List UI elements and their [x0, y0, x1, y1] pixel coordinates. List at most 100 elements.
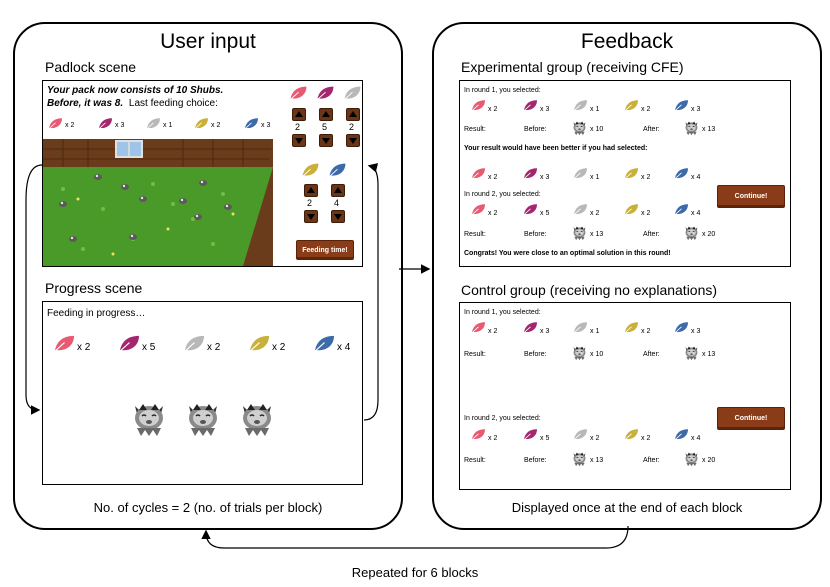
selector-count-purple: 5 — [322, 122, 328, 132]
ctrl-r1-after-label: After: — [643, 351, 660, 358]
selector-count-blue: 4 — [334, 198, 340, 208]
ctrl-round1-heading: In round 1, you selected: — [464, 309, 541, 316]
exp-r2-count-5: x 4 — [691, 210, 701, 217]
selector-count-grey: 2 — [349, 122, 355, 132]
exp-continue-button[interactable]: Continue! — [717, 185, 785, 208]
exp-r2-count-3: x 2 — [590, 210, 600, 217]
ctrl-r1-count-3: x 1 — [590, 328, 600, 335]
control-group-label: Control group (receiving no explanations… — [461, 282, 718, 298]
decrease-purple-button[interactable] — [319, 134, 333, 147]
padlock-scene-frame: Your pack now consists of 10 Shubs. Befo… — [42, 80, 363, 267]
padlock-scene-label: Padlock scene — [45, 59, 137, 75]
ctrl-r1-after-value: x 13 — [702, 351, 716, 358]
exp-r2-result-label: Result: — [464, 231, 486, 238]
ctrl-r1-count-4: x 2 — [641, 328, 651, 335]
ctrl-r1-count-1: x 2 — [488, 328, 498, 335]
exp-r1-count-5: x 3 — [691, 106, 701, 113]
ctrl-r2-count-5: x 4 — [691, 435, 701, 442]
exp-r2-after-label: After: — [643, 231, 660, 238]
progress-scene-frame: Feeding in progress… x 2 x 5 x 2 x 2 x 4 — [42, 301, 363, 485]
increase-yellow-button[interactable] — [304, 184, 318, 197]
before-text: Before, it was 8. — [47, 98, 124, 109]
ctrl-r1-count-5: x 3 — [691, 328, 701, 335]
exp-r2-before-value: x 13 — [590, 231, 604, 238]
cfe-text: Your result would have been better if yo… — [464, 145, 648, 152]
exp-r1-count-1: x 2 — [488, 106, 498, 113]
progress-count-4: x 2 — [272, 342, 286, 353]
last-feeding-label: Last feeding choice: — [128, 98, 218, 109]
user-input-title: User input — [160, 30, 256, 53]
cfe-count-2: x 3 — [540, 174, 550, 181]
cfe-count-1: x 2 — [488, 174, 498, 181]
selector-count-pink: 2 — [295, 122, 301, 132]
ctrl-r1-before-label: Before: — [524, 351, 547, 358]
exp-r2-count-2: x 5 — [540, 210, 550, 217]
ctrl-r2-result-label: Result: — [464, 457, 486, 464]
congrats-text: Congrats! You were close to an optimal s… — [464, 250, 671, 257]
feeding-status: Feeding in progress… — [47, 308, 146, 319]
repeat-caption: Repeated for 6 blocks — [351, 565, 479, 580]
cfe-count-3: x 1 — [590, 174, 600, 181]
arrow-padlock-to-progress — [25, 164, 43, 415]
ctrl-r2-before-value: x 13 — [590, 457, 604, 464]
pack-heading-line1: Your pack now consists of 10 Shubs. — [47, 85, 224, 96]
feeding-time-button[interactable]: Feeding time! — [296, 240, 354, 260]
arrow-progress-to-padlock — [363, 163, 379, 421]
ctrl-round2-heading: In round 2, you selected: — [464, 415, 541, 422]
last-count-2: x 3 — [115, 122, 125, 129]
exp-r1-before-label: Before: — [524, 126, 547, 133]
progress-count-1: x 2 — [77, 342, 91, 353]
ctrl-r2-before-label: Before: — [524, 457, 547, 464]
cfe-count-4: x 2 — [641, 174, 651, 181]
last-count-4: x 2 — [211, 122, 221, 129]
exp-r2-count-4: x 2 — [641, 210, 651, 217]
progress-count-2: x 5 — [142, 342, 156, 353]
cfe-count-5: x 4 — [691, 174, 701, 181]
exp-r1-after-label: After: — [643, 126, 660, 133]
arrow-repeat-loop — [201, 525, 629, 549]
ctrl-r2-count-1: x 2 — [488, 435, 498, 442]
decrease-yellow-button[interactable] — [304, 210, 318, 223]
last-count-1: x 2 — [65, 122, 75, 129]
experimental-frame: In round 1, you selected: x 2 x 3 x 1 x … — [459, 80, 791, 267]
last-count-3: x 1 — [163, 122, 173, 129]
exp-r2-before-label: Before: — [524, 231, 547, 238]
exp-r2-after-value: x 20 — [702, 231, 716, 238]
increase-grey-button[interactable] — [346, 108, 360, 121]
display-caption: Displayed once at the end of each block — [511, 500, 743, 515]
exp-round2-heading: In round 2, you selected: — [464, 191, 541, 198]
exp-r2-count-1: x 2 — [488, 210, 498, 217]
ctrl-r1-before-value: x 10 — [590, 351, 604, 358]
exp-r1-after-value: x 13 — [702, 126, 716, 133]
progress-count-5: x 4 — [337, 342, 351, 353]
increase-purple-button[interactable] — [319, 108, 333, 121]
feedback-title: Feedback — [580, 30, 674, 53]
ctrl-r2-after-value: x 20 — [702, 457, 716, 464]
exp-r1-count-4: x 2 — [641, 106, 651, 113]
ctrl-r1-result-label: Result: — [464, 351, 486, 358]
decrease-grey-button[interactable] — [346, 134, 360, 147]
ctrl-r2-after-label: After: — [643, 457, 660, 464]
experimental-group-label: Experimental group (receiving CFE) — [461, 59, 684, 75]
exp-r1-result-label: Result: — [464, 126, 486, 133]
progress-scene-label: Progress scene — [45, 280, 143, 296]
increase-pink-button[interactable] — [292, 108, 306, 121]
progress-count-3: x 2 — [207, 342, 221, 353]
cycles-caption: No. of cycles = 2 (no. of trials per blo… — [93, 500, 323, 515]
ctrl-r2-count-2: x 5 — [540, 435, 550, 442]
exp-r1-before-value: x 10 — [590, 126, 604, 133]
pack-heading-line2: Before, it was 8. Last feeding choice: — [47, 98, 218, 109]
control-frame: In round 1, you selected: x 2 x 3 x 1 x … — [459, 302, 791, 490]
decrease-pink-button[interactable] — [292, 134, 306, 147]
selector-count-yellow: 2 — [307, 198, 313, 208]
exp-round1-heading: In round 1, you selected: — [464, 87, 541, 94]
decrease-blue-button[interactable] — [331, 210, 345, 223]
ctrl-r2-count-3: x 2 — [590, 435, 600, 442]
last-count-5: x 3 — [261, 122, 271, 129]
ctrl-r2-count-4: x 2 — [641, 435, 651, 442]
increase-blue-button[interactable] — [331, 184, 345, 197]
exp-r1-count-3: x 1 — [590, 106, 600, 113]
ctrl-continue-button[interactable]: Continue! — [717, 407, 785, 430]
exp-r1-count-2: x 3 — [540, 106, 550, 113]
